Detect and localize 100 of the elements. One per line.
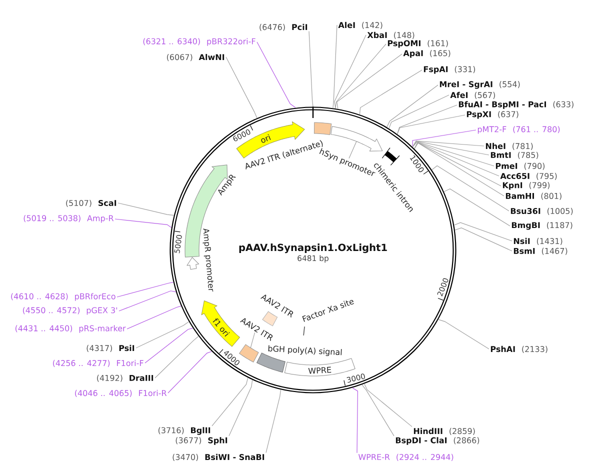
leader-line	[397, 104, 458, 134]
leader-line	[126, 306, 182, 330]
enzyme-label: PspXI	[466, 111, 491, 119]
enzyme-label: FspAI	[424, 66, 448, 74]
leader-line	[414, 142, 500, 176]
feature-block: f1 ori	[201, 300, 240, 347]
position-label: (633)	[553, 101, 574, 108]
primer-label: WPRE-R	[358, 454, 390, 460]
position-label: (790)	[524, 162, 545, 170]
leader-line	[364, 384, 412, 427]
position-label: (1431)	[536, 238, 562, 246]
position-label: (785)	[518, 152, 538, 159]
enzyme-label: DraIII	[130, 375, 154, 381]
leader-line	[226, 56, 258, 118]
position-label: (1467)	[542, 248, 568, 255]
position-label: (795)	[536, 172, 557, 180]
position-label: (165)	[430, 50, 450, 58]
enzyme-label: BglII	[191, 427, 210, 435]
leader-line	[444, 188, 510, 226]
position-label: (801)	[541, 192, 562, 200]
leader-line	[348, 141, 357, 159]
enzyme-label: PciI	[292, 24, 308, 30]
position-label: (799)	[529, 182, 550, 190]
leader-line	[168, 351, 212, 394]
enzyme-label: PsiI	[119, 344, 134, 352]
position-label: (161)	[428, 40, 448, 48]
enzyme-label: ApaI	[403, 50, 423, 58]
leader-line	[412, 140, 484, 148]
leader-line	[250, 332, 256, 348]
leader-line	[334, 34, 366, 109]
enzyme-label: PshAI	[490, 346, 515, 352]
leader-line	[412, 130, 476, 148]
enzyme-label: BsiWI - SnaBI	[205, 454, 264, 460]
position-label: (6321 .. 6340)	[143, 38, 200, 46]
leader-line	[352, 388, 358, 454]
position-label: (4046 .. 4065)	[75, 390, 132, 398]
position-label: (761 .. 780)	[513, 126, 560, 134]
leader-line	[335, 44, 386, 109]
position-label: (142)	[362, 22, 382, 30]
position-label: (4317)	[86, 344, 112, 352]
position-label: (2859)	[450, 428, 475, 436]
leader-line	[256, 42, 296, 108]
position-label: (3470)	[172, 454, 198, 462]
position-label: (5107)	[66, 200, 92, 207]
feature-label: AmpR promoter	[202, 228, 214, 292]
position-label: (2866)	[454, 437, 480, 444]
enzyme-label: NsiI	[514, 238, 530, 244]
leader-line	[266, 390, 282, 453]
enzyme-label: SphI	[208, 437, 228, 445]
leader-line	[336, 54, 402, 109]
leader-line	[397, 114, 466, 134]
feature-box	[239, 344, 259, 362]
primer-label: F1ori-F	[117, 360, 144, 366]
enzyme-label: MreI - SgrAI	[440, 81, 492, 89]
enzyme-label: ScaI	[98, 200, 116, 206]
primer-label: pMT2-F	[478, 126, 506, 134]
leader-line	[359, 70, 422, 115]
enzyme-label: BsmI	[514, 248, 535, 254]
enzyme-label: BmgBI	[512, 222, 540, 230]
enzyme-label: BamHI	[506, 193, 534, 199]
position-label: (3677)	[176, 437, 202, 444]
enzyme-label: BfuAI - BspMI - PacI	[458, 101, 546, 109]
enzyme-label: BmtI	[490, 152, 511, 158]
leader-line	[414, 142, 504, 196]
feature-label: bGH poly(A) signal	[268, 345, 342, 356]
leader-line	[412, 142, 494, 166]
position-label: (1187)	[547, 222, 572, 230]
enzyme-label: PspOMI	[388, 40, 420, 48]
primer-label: pBRforEco	[75, 293, 116, 301]
position-label: (5019 .. 5038)	[24, 215, 80, 222]
enzyme-label: XbaI	[367, 32, 387, 38]
position-label: (4192)	[97, 374, 122, 382]
position-label: (6476)	[260, 24, 285, 32]
leader-line	[116, 282, 174, 298]
plasmid-name: pAAV.hSynapsin1.OxLight1	[239, 244, 387, 254]
leader-line	[114, 218, 172, 228]
enzyme-label: Acc65I	[500, 172, 530, 180]
enzyme-label: PmeI	[496, 163, 518, 169]
feature-box: WPRE	[284, 358, 356, 376]
position-label: (554)	[500, 81, 520, 88]
leader-line	[454, 227, 512, 252]
leader-line	[136, 321, 190, 348]
position-label: (781)	[512, 142, 533, 150]
enzyme-label: AleI	[338, 22, 355, 28]
primer-label: F1ori-R	[139, 390, 167, 396]
position-label: (2924 .. 2944)	[396, 454, 454, 461]
enzyme-label: AfeI	[450, 92, 468, 98]
enzyme-label: KpnI	[502, 182, 522, 190]
position-label: (4610 .. 4628)	[11, 293, 68, 300]
enzyme-label: AlwNI	[198, 54, 224, 60]
leader-line	[414, 142, 502, 186]
position-label: (4431 .. 4450)	[15, 325, 72, 332]
position-label: (637)	[498, 111, 518, 118]
position-label: (4550 .. 4572)	[22, 307, 80, 314]
enzyme-label: Bsu36I	[510, 208, 540, 214]
position-label: (567)	[474, 92, 495, 100]
primer-label: pRS-marker	[79, 325, 126, 333]
leader-line	[154, 336, 199, 378]
position-label: (331)	[454, 66, 476, 74]
position-label: (1005)	[547, 208, 573, 215]
